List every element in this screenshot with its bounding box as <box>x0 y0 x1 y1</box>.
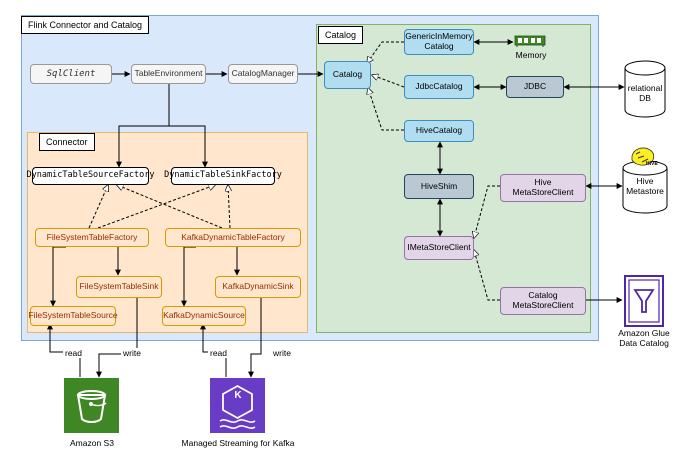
dynamic-table-sink-factory-label: DynamicTableSinkFactory <box>164 170 282 181</box>
dynamic-table-sink-factory-node: DynamicTableSinkFactory <box>164 167 282 185</box>
amazon-s3-icon <box>64 378 119 433</box>
catalogmanager-label: CatalogManager <box>231 68 295 79</box>
catalog-title: Catalog <box>318 26 364 44</box>
amazon-s3-label: Amazon S3 <box>70 438 114 448</box>
connector-title: Connector <box>39 133 95 151</box>
hive-logo-icon <box>631 147 655 166</box>
tableenvironment-label: TableEnvironment <box>134 68 203 79</box>
tableenvironment-node: TableEnvironment <box>131 64 206 84</box>
hiveshim-node: HiveShim <box>404 174 474 199</box>
catalog-metastoreclient-node: Catalog MetaStoreClient <box>500 287 586 315</box>
jdbc-node: JDBC <box>506 76 564 98</box>
kafka-dynamic-table-factory-node: KafkaDynamicTableFactory <box>165 228 301 247</box>
genericinmemory-label: GenericInMemory Catalog <box>405 31 473 51</box>
hive-metastoreclient-label: Hive MetaStoreClient <box>512 177 574 197</box>
filesystem-table-sink-node: FileSystemTableSink <box>76 276 162 298</box>
dynamic-table-source-factory-label: DynamicTableSourceFactory <box>26 170 155 181</box>
kafka-dynamic-source-label: KafkaDynamicSource <box>163 310 245 321</box>
imetastoreclient-node: IMetaStoreClient <box>404 236 474 260</box>
memory-label: Memory <box>515 50 547 60</box>
read-kafka-label: read <box>208 348 230 358</box>
jdbccatalog-label: JdbcCatalog <box>415 81 463 92</box>
jdbccatalog-node: JdbcCatalog <box>404 75 474 99</box>
sqlclient-node: SqlClient <box>30 64 112 84</box>
filesystem-table-sink-label: FileSystemTableSink <box>79 281 159 292</box>
hive-metastore-label: Hive Metastore <box>626 176 664 196</box>
hivecatalog-label: HiveCatalog <box>415 125 463 136</box>
hivecatalog-node: HiveCatalog <box>404 120 474 142</box>
kafka-logo-letter: K <box>234 390 242 401</box>
hive-logo-text: HIVE <box>646 161 658 167</box>
flink-title: Flink Connector and Catalog <box>21 16 150 34</box>
kafka-dynamic-source-node: KafkaDynamicSource <box>162 306 246 326</box>
catalog-metastoreclient-label: Catalog MetaStoreClient <box>512 290 574 310</box>
kafka-dynamic-sink-label: KafkaDynamicSink <box>222 281 294 292</box>
memory-icon <box>514 35 546 47</box>
kafka-icon <box>210 378 265 433</box>
filesystem-table-factory-label: FileSystemTableFactory <box>46 231 138 242</box>
kafka-dynamic-table-factory-label: KafkaDynamicTableFactory <box>181 231 285 242</box>
read-s3-label: read <box>63 348 85 358</box>
jdbc-label: JDBC <box>523 81 547 92</box>
relational-db-label: relational DB <box>627 83 663 103</box>
filesystem-table-source-label: FileSystemTableSource <box>28 310 118 321</box>
filesystem-table-factory-node: FileSystemTableFactory <box>35 228 149 247</box>
write-kafka-label: write <box>271 348 293 358</box>
dynamic-table-source-factory-node: DynamicTableSourceFactory <box>27 167 154 185</box>
hive-metastore-icon <box>622 160 668 214</box>
write-s3-label: write <box>121 348 143 358</box>
genericinmemory-catalog-node: GenericInMemory Catalog <box>404 29 474 55</box>
relational-db-icon <box>624 60 666 118</box>
hiveshim-label: HiveShim <box>420 180 458 191</box>
catalogmanager-node: CatalogManager <box>228 64 298 84</box>
catalog-node: Catalog <box>324 61 371 89</box>
amazon-glue-icon <box>624 275 664 327</box>
kafka-dynamic-sink-node: KafkaDynamicSink <box>215 276 301 298</box>
amazon-glue-label: Amazon Glue Data Catalog <box>618 328 670 348</box>
sqlclient-label: SqlClient <box>46 68 96 79</box>
kafka-label: Managed Streaming for Kafka <box>181 438 295 448</box>
imetastoreclient-label: IMetaStoreClient <box>407 242 471 253</box>
hive-metastoreclient-node: Hive MetaStoreClient <box>500 174 586 202</box>
catalog-label: Catalog <box>332 69 363 80</box>
filesystem-table-source-node: FileSystemTableSource <box>28 306 118 326</box>
